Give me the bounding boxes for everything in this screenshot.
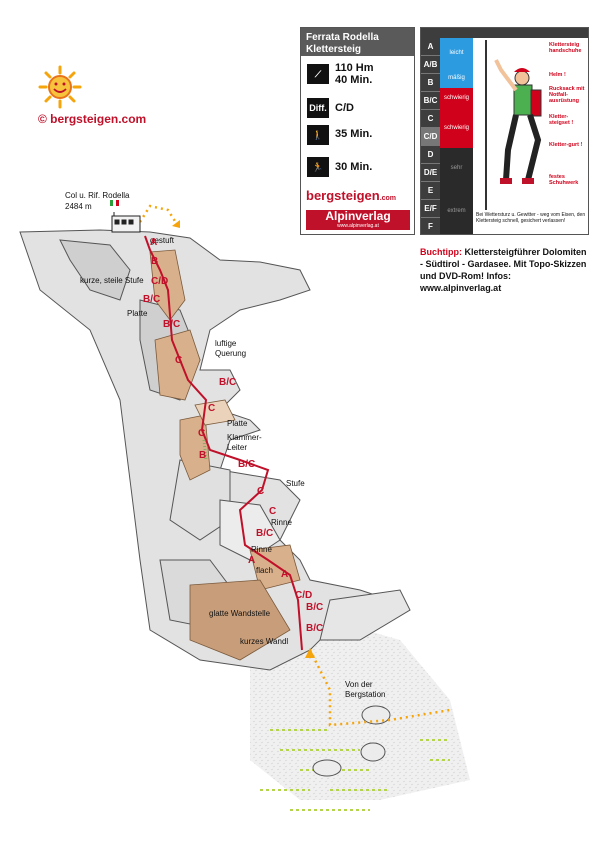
grade-marker: B/C <box>143 294 161 305</box>
grade-marker: B/C <box>163 319 181 330</box>
route-label-glatte-wandstelle: glatte Wandstelle <box>209 609 271 618</box>
scale-grade-cell: F <box>421 218 440 234</box>
grade-marker: C <box>208 403 216 414</box>
route-line <box>144 235 303 651</box>
boulders <box>312 705 391 777</box>
scale-desc-schwierig-2: schwierig <box>440 108 473 148</box>
route-label-kurzes-wandl: kurzes Wandl <box>240 637 289 646</box>
scale-grade-cell: B <box>421 74 440 92</box>
route-label-rinne-1: Rinne <box>271 518 292 527</box>
climber-icon: ⟋ <box>307 64 329 84</box>
approach-path-bottom <box>308 649 451 727</box>
route-label-kurze-steile-stufe: kurze, steile Stufe <box>80 276 144 285</box>
grade-marker: B/C <box>238 459 256 470</box>
scale-desc-leicht: leicht <box>440 38 473 68</box>
route-info-box: Ferrata Rodella Klettersteig ⟋ 110 Hm 40… <box>300 27 415 235</box>
grade-marker: C/D <box>151 276 169 287</box>
bergsteigen-logo: bergsteigen.com <box>306 188 410 206</box>
italian-flag-icon <box>110 200 119 206</box>
scale-grade-cell: D <box>421 146 440 164</box>
grade-marker: C <box>175 355 183 366</box>
scale-grade-cell: B/C <box>421 92 440 110</box>
grade-marker: C <box>257 486 265 497</box>
grade-marker: B/C <box>306 602 324 613</box>
scale-grade-cell: E <box>421 182 440 200</box>
copyright-text: © bergsteigen.com <box>38 112 147 126</box>
grade-marker: B/C <box>256 528 274 539</box>
scale-desc-extrem-schwierig: extrem schwierig <box>440 188 473 234</box>
route-label-stufe: Stufe <box>286 479 305 488</box>
approach-walker-icon: 🚶 <box>307 125 329 145</box>
scale-grade-cell: E/F <box>421 200 440 218</box>
scale-grade-cell: D/E <box>421 164 440 182</box>
publisher-url: www.alpinverlag.at <box>337 223 379 229</box>
grade-marker: B/C <box>219 377 237 388</box>
route-label-klammer-leiter: Klammer-Leiter <box>227 433 262 452</box>
route-label-gestuft: gestuft <box>150 236 175 245</box>
route-title: Ferrata Rodella Klettersteig <box>301 28 414 56</box>
descent-walker-icon: 🏃 <box>307 157 329 177</box>
scale-desc-maessig: mäßig <box>440 68 473 88</box>
booktip-text: Klettersteigführer Dolomiten - Südtirol … <box>420 247 587 293</box>
grade-marker: C <box>269 506 277 517</box>
scale-grade-cell: A <box>421 38 440 56</box>
logo-text: bergsteigen <box>306 188 380 203</box>
difficulty-badge: Diff. <box>307 98 329 118</box>
publisher-name: Alpinverlag <box>325 209 391 223</box>
grade-marker: B/C <box>306 623 324 634</box>
summit-name: Col u. Rif. Rodella <box>65 191 130 200</box>
climb-time: 40 Min. <box>335 74 373 86</box>
approach-arrow-bottom <box>305 648 315 658</box>
smiling-sun-icon <box>38 65 82 109</box>
approach-time: 35 Min. <box>335 128 373 140</box>
booktip-label: Buchtipp: <box>420 247 462 257</box>
scale-desc-schwierig: schwierig <box>440 88 473 108</box>
gear-label-helmet: Helm ! <box>549 72 566 78</box>
grade-marker: A <box>150 237 158 248</box>
grade-marker: B <box>151 256 159 267</box>
grade-marker: C <box>198 428 206 439</box>
scree-field <box>250 620 470 800</box>
logo-suffix: .com <box>379 195 397 202</box>
grade-scale-panel: A A/B B B/C C C/D D D/E E E/F F leicht m… <box>420 27 589 235</box>
approach-path-top <box>138 204 180 227</box>
gear-label-harness: Kletter-gurt ! <box>549 142 583 148</box>
booktip: Buchtipp: Klettersteigführer Dolomiten -… <box>420 246 590 294</box>
scale-header-bar <box>421 28 588 38</box>
weather-warning: Bei Wettersturz u. Gewitter - weg vom Ei… <box>476 212 586 224</box>
alpinverlag-logo: Alpinverlag www.alpinverlag.at <box>306 210 410 230</box>
scale-desc-sehr-schwierig: sehr schwierig <box>440 148 473 211</box>
route-label-luftige-querung: luftige Querung <box>215 339 247 358</box>
gear-label-via-ferrata-set: Kletter-steigset ! <box>549 114 574 126</box>
route-label-platte-1: Platte <box>127 309 148 318</box>
grade-marker: C/D <box>295 590 313 601</box>
grade-marker: A <box>281 569 289 580</box>
gear-label-backpack: Rucksack mit Notfall-ausrüstung <box>549 86 585 104</box>
height-gain: 110 Hm <box>335 62 374 74</box>
grade-marker: B <box>199 450 207 461</box>
descent-time: 30 Min. <box>335 161 373 173</box>
scale-grade-cell: A/B <box>421 56 440 74</box>
climber-figure-icon <box>485 40 542 210</box>
route-label-platte-2: Platte <box>227 419 248 428</box>
grade-marker: A <box>248 555 256 566</box>
difficulty-value: C/D <box>335 102 354 114</box>
gear-label-shoes: festes Schuhwerk <box>549 174 579 186</box>
gear-label-gloves: Klettersteig handschuhe <box>549 42 582 54</box>
scale-grade-cell: C/D <box>421 128 440 146</box>
scale-grade-cell: C <box>421 110 440 128</box>
hut-icon <box>111 212 141 233</box>
route-label-flach: flach <box>256 566 273 575</box>
approach-arrow-top <box>172 220 180 228</box>
route-label-rinne-2: Rinne <box>251 545 272 554</box>
ladder-segment <box>202 439 208 461</box>
rock-slabs <box>149 249 301 661</box>
summit-altitude: 2484 m <box>65 202 92 211</box>
route-label-von-der-bergstation: Von der Bergstation <box>345 680 386 699</box>
